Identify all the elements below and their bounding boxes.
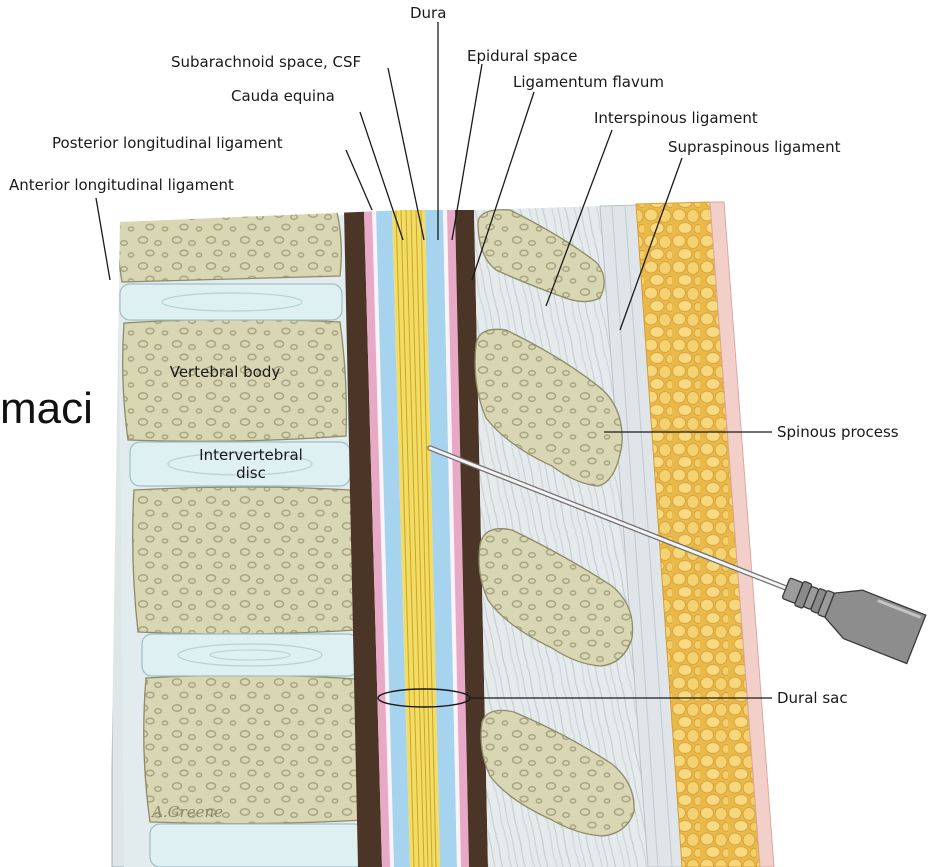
intervertebral-disc-4 <box>150 824 364 867</box>
label-intervertebral-line-2: disc <box>236 464 266 482</box>
slide-text-fragment: maci <box>0 384 93 433</box>
vertebral-body-1 <box>118 208 342 282</box>
anatomy-illustration: A.Greene <box>112 202 774 867</box>
label-ligamentum-flavum: Ligamentum flavum <box>513 73 664 91</box>
label-supraspinous-ligament: Supraspinous ligament <box>668 138 841 156</box>
intervertebral-disc-1 <box>120 284 342 320</box>
label-dura: Dura <box>410 4 446 22</box>
label-anterior-longitudinal-ligament: Anterior longitudinal ligament <box>9 176 234 194</box>
label-cauda-equina: Cauda equina <box>231 87 335 105</box>
vertebral-body-4 <box>144 675 365 823</box>
intervertebral-disc-3 <box>142 634 358 676</box>
label-vertebral-body: Vertebral body <box>170 363 281 381</box>
needle-hub <box>776 564 925 664</box>
label-posterior-longitudinal-ligament: Posterior longitudinal ligament <box>52 134 283 152</box>
vertebral-body-3 <box>133 487 357 634</box>
artist-signature: A.Greene <box>150 803 223 821</box>
label-dural-sac: Dural sac <box>777 689 848 707</box>
label-epidural-space: Epidural space <box>467 47 578 65</box>
label-interspinous-ligament: Interspinous ligament <box>594 109 758 127</box>
label-subarachnoid-space: Subarachnoid space, CSF <box>171 53 361 71</box>
label-intervertebral-line-1: Intervertebral <box>199 446 303 464</box>
label-spinous-process: Spinous process <box>777 423 899 441</box>
